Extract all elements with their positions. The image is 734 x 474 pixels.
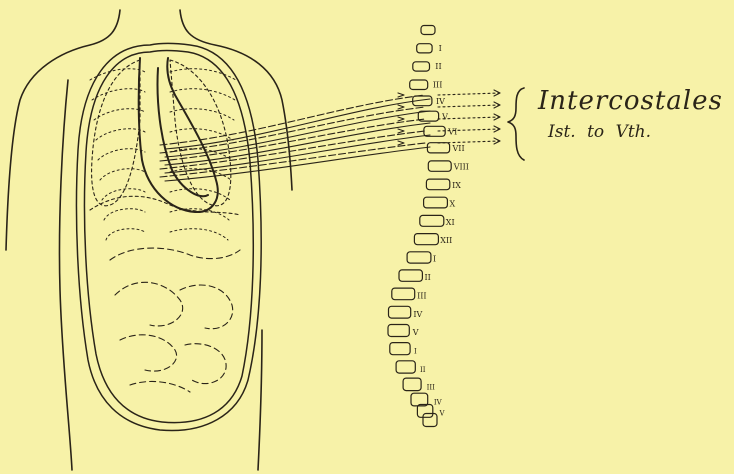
intestines [110,248,240,392]
left-lung [92,60,140,206]
vertebra [407,252,431,263]
rib-left [98,149,145,160]
body-left-flank [59,80,72,470]
vertebra [421,26,435,35]
nerve-arrow [398,129,404,133]
vertebra [390,343,410,355]
vertebra [426,179,449,190]
vertebra-label-thoracic: I [439,44,442,53]
nerve-line-solid [165,135,430,173]
rib-right [170,89,235,100]
label-range-to-word: to [587,122,604,142]
rib-left [104,209,145,220]
vertebral-column: IIIIIIIVVVIVIIVIIIIXXXIXIIIIIIIIIVVIIIII… [388,26,469,427]
vertebra-label-thoracic: VIII [453,163,469,172]
vertebra-label-thoracic: II [435,62,441,71]
vertebra [410,80,428,90]
vertebra [423,414,437,427]
label-title: Intercostales [538,86,723,116]
vertebra-label-thoracic: IV [436,97,445,106]
vertebra [396,361,415,373]
vertebra [392,288,415,300]
vertebra-label-lumbar: IV [413,310,422,319]
rib-right [170,189,230,200]
vertebra [427,143,449,153]
vertebra [388,325,409,337]
vertebra-label-lumbar: III [417,291,426,300]
rib-left [106,229,145,240]
label-brace [508,88,524,160]
vertebra [420,215,444,226]
vertebra-label-thoracic: X [450,199,456,208]
right-lung [170,60,231,206]
vertebra [414,234,438,245]
rib-right [170,109,234,120]
rib-left [92,89,145,100]
intestine-6 [130,381,190,392]
vertebra-label-sacral: II [420,366,426,374]
vertebra [389,306,411,318]
rib-right [170,209,229,220]
vertebra-label-lumbar: V [412,328,419,337]
trunk-outline [76,44,261,431]
vertebra [403,378,421,391]
heart [139,58,218,212]
vertebra-label-sacral: IV [434,399,443,407]
intestine-3 [180,285,233,329]
trunk-outer [76,44,261,431]
intestine-4 [120,335,177,371]
nerve-line-dotted [438,105,500,107]
vertebra-label-sacral: III [427,383,436,391]
vertebra-label-thoracic: XII [440,236,452,245]
vertebra-label-thoracic: VII [452,144,465,153]
nerve-arrow [398,141,404,145]
vertebra-label-sacral: V [439,410,446,418]
label-range: Ist. to Vth. [548,122,657,142]
nerve-line-dotted [438,129,500,131]
vertebra-label-thoracic: III [433,81,442,90]
body-outline [6,10,292,470]
vertebra [413,62,430,71]
nerve-line-dotted [438,93,500,95]
rib-right [170,229,228,240]
intestine-5 [185,344,226,384]
rib-left [94,109,145,120]
label-range-to: Vth. [616,122,651,142]
vertebra-label-lumbar: II [425,273,431,282]
intestine-1 [110,248,240,260]
vertebra [399,270,422,281]
vertebra [417,44,432,53]
nerve-arrow [398,93,404,97]
nerve-arrow [398,117,404,121]
nerve-arrow [398,105,404,109]
rib-left [100,169,145,180]
vertebra-label-lumbar: I [433,255,436,264]
heart-outline [139,58,218,212]
vertebra [428,161,451,171]
body-right-flank [258,330,262,470]
rib-right [170,129,233,140]
intestine-2 [115,282,183,326]
vertebra-label-thoracic: IX [452,181,461,190]
vertebra-label-sacral: I [414,348,417,356]
vertebra-label-thoracic: XI [446,218,455,227]
vertebra-label-thoracic: V [441,112,448,121]
vertebra-label-thoracic: VI [447,128,457,137]
label-range-from: Ist. [548,122,576,142]
vertebra [424,197,448,208]
